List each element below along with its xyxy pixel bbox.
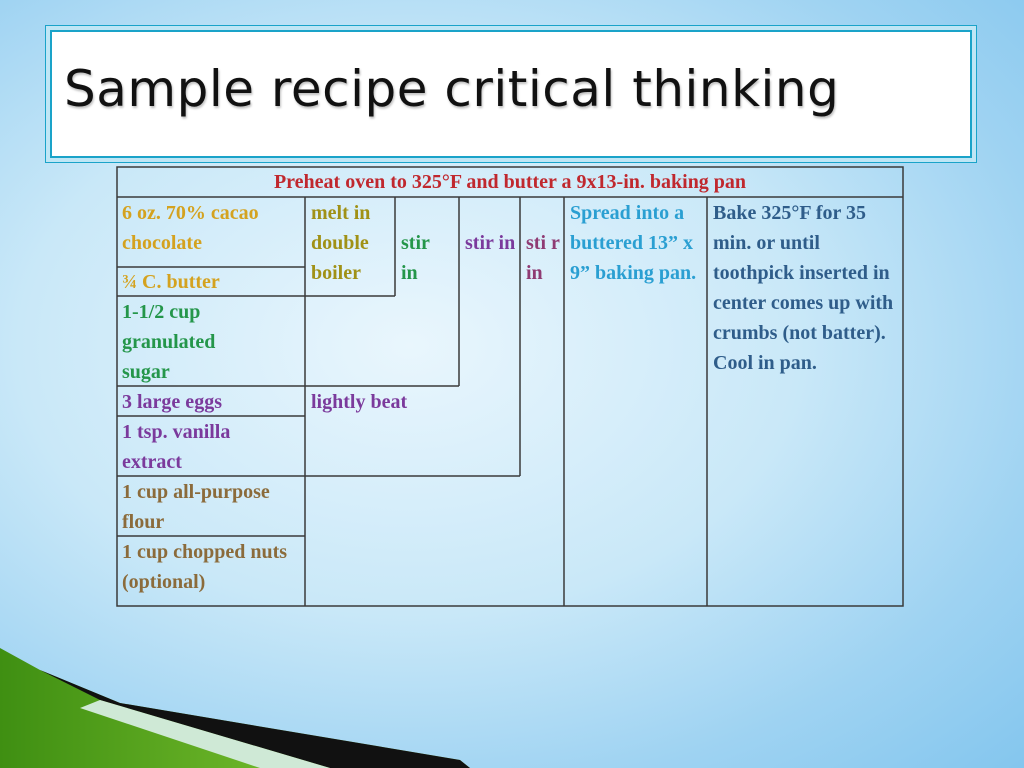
slide-title: Sample recipe critical thinking [64, 60, 840, 118]
step-melt: melt in double boiler [311, 202, 371, 284]
ingredient-vanilla: 1 tsp. vanilla extract [122, 421, 231, 473]
recipe-table: Preheat oven to 325°F and butter a 9x13-… [116, 166, 904, 607]
ingredient-nuts: 1 cup chopped nuts (optional) [122, 541, 288, 593]
ingredient-chocolate: 6 oz. 70% cacao chocolate [122, 202, 259, 254]
step-stir-2: stir in [465, 232, 516, 254]
ingredient-butter: ¾ C. butter [122, 271, 220, 293]
ingredient-flour: 1 cup all-purpose flour [122, 481, 270, 533]
step-lightly-beat: lightly beat [311, 391, 408, 413]
ingredient-eggs: 3 large eggs [122, 391, 222, 413]
step-stir-1: stir in [401, 232, 430, 284]
corner-swoosh-decoration [0, 648, 470, 768]
preheat-header: Preheat oven to 325°F and butter a 9x13-… [273, 171, 747, 193]
recipe-table-grid [116, 166, 904, 607]
step-stir-3: sti r in [526, 232, 560, 284]
ingredient-sugar: 1-1/2 cup granulated sugar [122, 301, 216, 383]
step-bake: Bake 325°F for 35 min. or until toothpic… [713, 202, 894, 374]
title-box: Sample recipe critical thinking [50, 30, 972, 158]
step-spread: Spread into a buttered 13” x 9” baking p… [570, 202, 697, 284]
